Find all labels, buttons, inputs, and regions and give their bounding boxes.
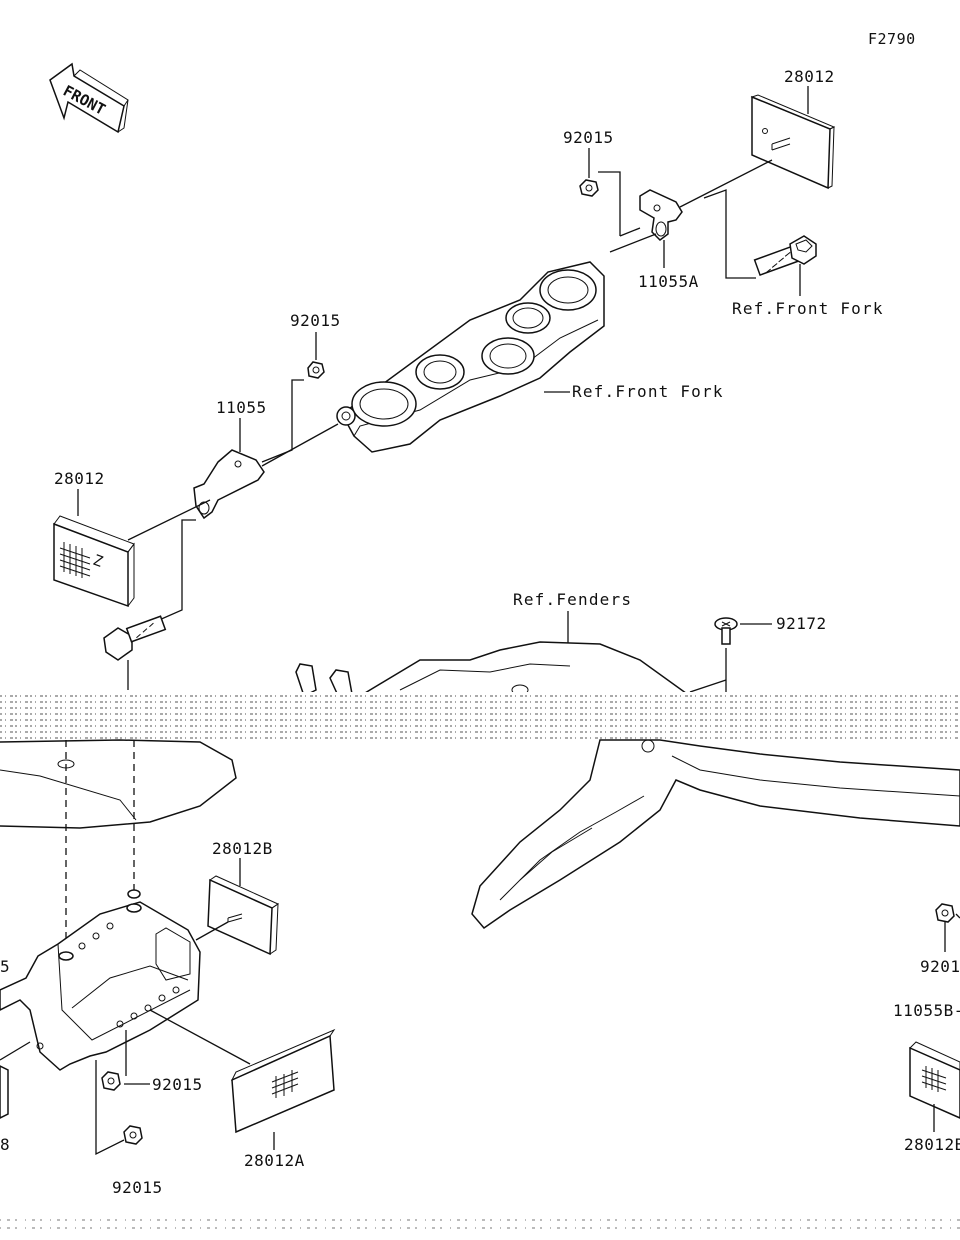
rear-fender-right: [471, 739, 960, 930]
screw-92172: [714, 617, 738, 645]
label-92015-lower-b: 92015: [112, 1178, 163, 1197]
ref-front-fork-lower: Ref.Front Fork: [572, 382, 724, 401]
reflector-28012-top: [750, 94, 836, 190]
bolt-front-fork-lower: [103, 615, 167, 661]
label-92015-lower-a: 92015: [152, 1075, 203, 1094]
bottom-scan-noise: [0, 1219, 960, 1229]
reflector-28012-left: Z: [53, 515, 135, 608]
license-bracket: [0, 889, 201, 1071]
label-92015-mid: 92015: [290, 311, 341, 330]
rear-fender-left: [0, 739, 237, 829]
label-8-partial: 8: [0, 1135, 10, 1154]
nut-92015-mid: [307, 361, 325, 379]
label-28012B: 28012B: [212, 839, 273, 858]
label-9201-partial: 9201: [920, 957, 960, 976]
label-28012A: 28012A: [244, 1151, 305, 1170]
reflector-right-edge: [909, 1041, 960, 1119]
label-92172: 92172: [776, 614, 827, 633]
figure-code: F2790: [868, 30, 916, 48]
label-11055: 11055: [216, 398, 267, 417]
ref-front-fork-upper: Ref.Front Fork: [732, 299, 884, 318]
nut-92015-top: [579, 179, 599, 197]
bracket-11055A: [639, 189, 683, 241]
triple-clamp: [336, 261, 605, 453]
fender-bracket-upper: [295, 641, 693, 702]
label-28012-top: 28012: [784, 67, 835, 86]
label-5-partial: 5: [0, 957, 10, 976]
bracket-11055: [193, 449, 265, 520]
reflector-edge-left: [0, 1065, 9, 1119]
ref-fenders: Ref.Fenders: [513, 590, 632, 609]
reflector-28012A: [230, 1028, 336, 1134]
bolt-front-fork-upper: [753, 235, 817, 277]
label-28012B-partial: 28012B: [904, 1135, 960, 1154]
nut-right-edge: [935, 903, 955, 923]
front-direction-arrow-icon: FRONT: [49, 62, 129, 134]
reflector-28012B: [207, 875, 280, 956]
nut-92015-lower-b: [123, 1125, 143, 1145]
label-28012-left: 28012: [54, 469, 105, 488]
label-92015-top: 92015: [563, 128, 614, 147]
nut-92015-lower-a: [101, 1071, 121, 1091]
scan-noise-band: [0, 692, 960, 740]
label-11055B-partial: 11055B-: [893, 1001, 960, 1020]
label-11055A: 11055A: [638, 272, 699, 291]
